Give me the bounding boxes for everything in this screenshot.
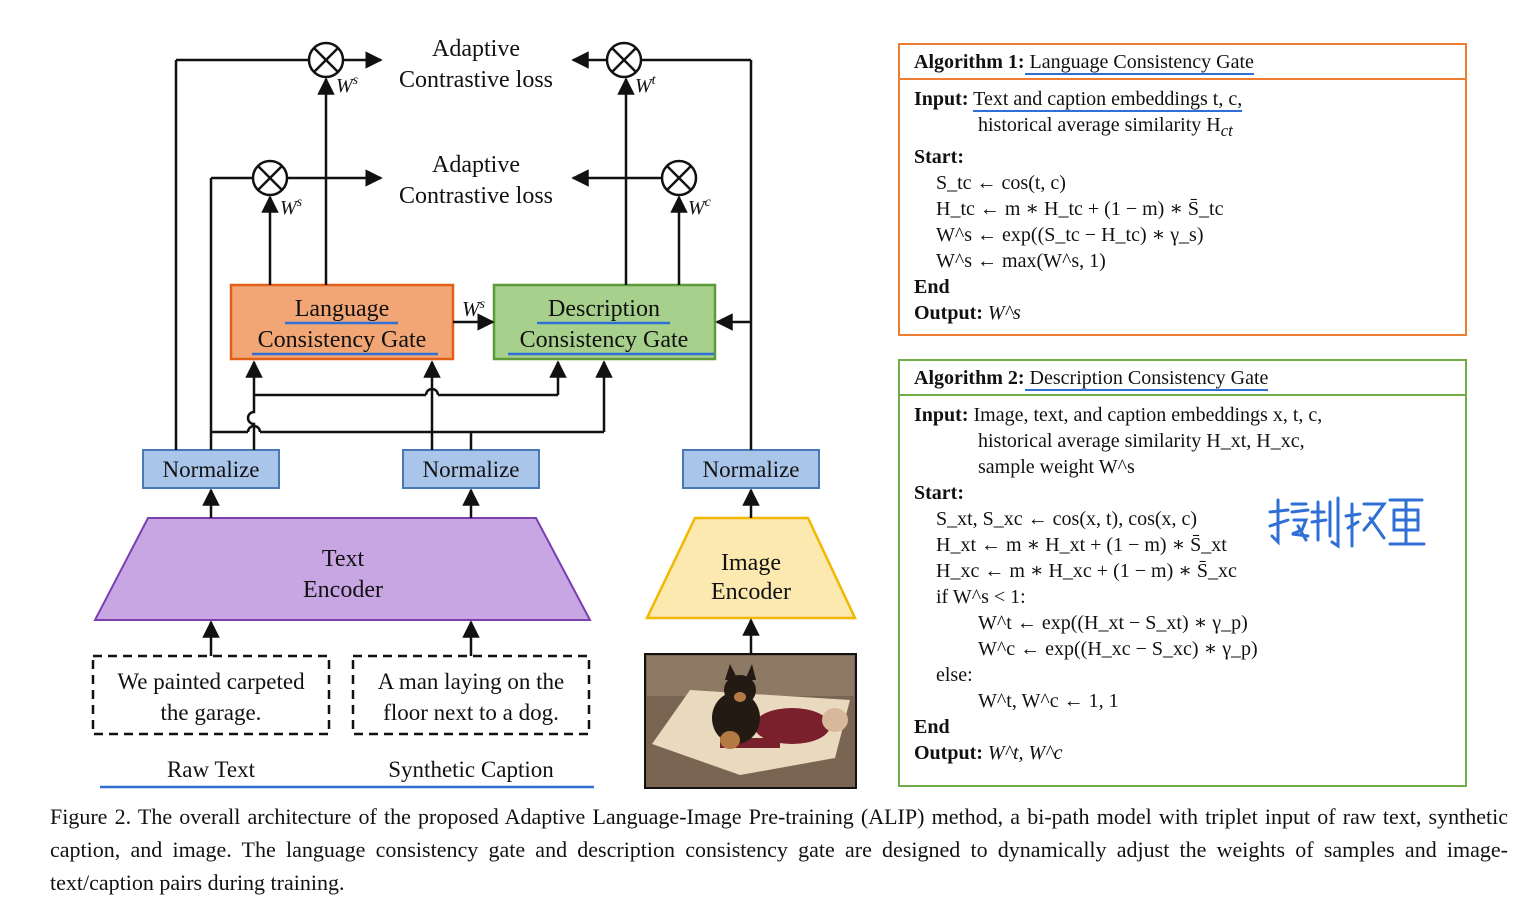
algo2-line-5: W^t ← exp((H_xt − S_xt) ∗ γ_p) (978, 612, 1248, 634)
caption-line1: A man laying on the (378, 669, 565, 694)
multiply-node-top-left (307, 41, 345, 79)
algorithm-2-title: Description Consistency Gate (1024, 367, 1269, 391)
algorithm-2-label: Algorithm 2: (914, 367, 1025, 389)
algo1-line-2: H_tc ← m ∗ H_tc + (1 − m) ∗ S̄_tc (936, 198, 1224, 220)
algorithm-1-box: Algorithm 1: Language Consistency Gate I… (898, 43, 1467, 336)
algorithm-1-header: Algorithm 1: Language Consistency Gate (900, 45, 1465, 80)
image-encoder-line1: Image (721, 550, 781, 576)
sample-photo (644, 653, 857, 789)
raw-text-label: Raw Text (167, 757, 256, 782)
figure-caption: Figure 2. The overall architecture of th… (50, 804, 1508, 895)
loss-mid-line2: Contrastive loss (399, 183, 553, 209)
architecture-diagram: We painted carpeted the garage. A man la… (91, 36, 857, 789)
algo2-end-kw: End (914, 716, 950, 738)
algo1-output-kw: Output: (914, 302, 983, 324)
caption-line2: floor next to a dog. (383, 700, 559, 725)
text-encoder-line2: Encoder (303, 577, 383, 603)
multiply-node-mid-left (251, 159, 289, 197)
algo2-input-kw: Input: (914, 404, 969, 426)
multiply-node-mid-right (660, 159, 698, 197)
desc-gate-line1: Description (548, 296, 660, 322)
algo2-line-2: H_xt ← m ∗ H_xt + (1 − m) ∗ S̄_xt (936, 534, 1227, 556)
weight-label-ws-mid: Ws (280, 195, 303, 219)
algorithm-2-header: Algorithm 2: Description Consistency Gat… (900, 361, 1465, 396)
algo1-input-line1: Text and caption embeddings t, c, (973, 88, 1243, 112)
normalize-label-caption: Normalize (422, 457, 519, 482)
algo1-start-kw: Start: (914, 146, 964, 168)
raw-text-box (91, 654, 331, 736)
algorithm-1-title: Language Consistency Gate (1024, 51, 1254, 75)
multiply-node-top-right (605, 41, 643, 79)
normalize-label-text: Normalize (162, 457, 259, 482)
lang-gate-line1: Language (295, 296, 390, 322)
weight-label-wc: Wc (688, 195, 712, 219)
algo1-line-1: S_tc ← cos(t, c) (936, 172, 1066, 194)
loss-top-line2: Contrastive loss (399, 67, 553, 93)
algo2-line-7: else: (936, 664, 973, 686)
algo1-line-3: W^s ← exp((S_tc − H_tc) ∗ γ_s) (936, 224, 1204, 246)
handwritten-note-strokes (1268, 496, 1426, 549)
raw-text-line1: We painted carpeted (117, 669, 305, 694)
weight-label-ws-top: Ws (336, 73, 359, 97)
text-encoder (93, 517, 592, 621)
algo2-line-6: W^c ← exp((H_xc − S_xc) ∗ γ_p) (978, 638, 1258, 660)
ws-between-gates: Ws (462, 297, 486, 321)
image-encoder (645, 516, 857, 620)
algo2-input-line2: historical average similarity H_xt, H_xc… (978, 430, 1305, 452)
algo1-line-4: W^s ← max(W^s, 1) (936, 250, 1106, 272)
normalize-box-image (682, 449, 820, 489)
loss-mid-line1: Adaptive (432, 152, 520, 178)
normalize-box-text (142, 449, 280, 489)
algo2-input-line1: Image, text, and caption embeddings x, t… (973, 404, 1323, 426)
desc-gate-line2: Consistency Gate (520, 327, 689, 353)
algo2-line-1: S_xt, S_xc ← cos(x, t), cos(x, c) (936, 508, 1198, 530)
raw-text-line2: the garage. (161, 700, 262, 725)
algo2-input-line3: sample weight W^s (978, 456, 1135, 478)
normalize-label-image: Normalize (702, 457, 799, 482)
algo2-line-8: W^t, W^c ← 1, 1 (978, 690, 1119, 712)
loss-top-line1: Adaptive (432, 36, 520, 62)
algo2-output-kw: Output: (914, 742, 983, 764)
algo1-input-line2: historical average similarity H (978, 114, 1221, 136)
handwritten-note (1262, 490, 1432, 560)
algo1-output: W^s (987, 302, 1021, 324)
algo2-line-3: H_xc ← m ∗ H_xc + (1 − m) ∗ S̄_xc (936, 560, 1237, 582)
algo2-output: W^t, W^c (987, 742, 1063, 764)
algorithm-1-label: Algorithm 1: (914, 51, 1025, 73)
synthetic-caption-label: Synthetic Caption (388, 757, 554, 782)
lang-gate-line2: Consistency Gate (258, 327, 427, 353)
algo1-input-kw: Input: (914, 88, 969, 110)
algo1-end-kw: End (914, 276, 950, 298)
weight-label-wt: Wt (635, 73, 657, 97)
text-encoder-line1: Text (322, 546, 365, 572)
algo2-start-kw: Start: (914, 482, 964, 504)
algo2-line-4: if W^s < 1: (936, 586, 1026, 608)
normalize-box-caption (402, 449, 540, 489)
image-encoder-line2: Encoder (711, 579, 791, 605)
algorithm-2-box: Algorithm 2: Description Consistency Gat… (898, 359, 1467, 787)
synthetic-caption-box (351, 654, 591, 736)
